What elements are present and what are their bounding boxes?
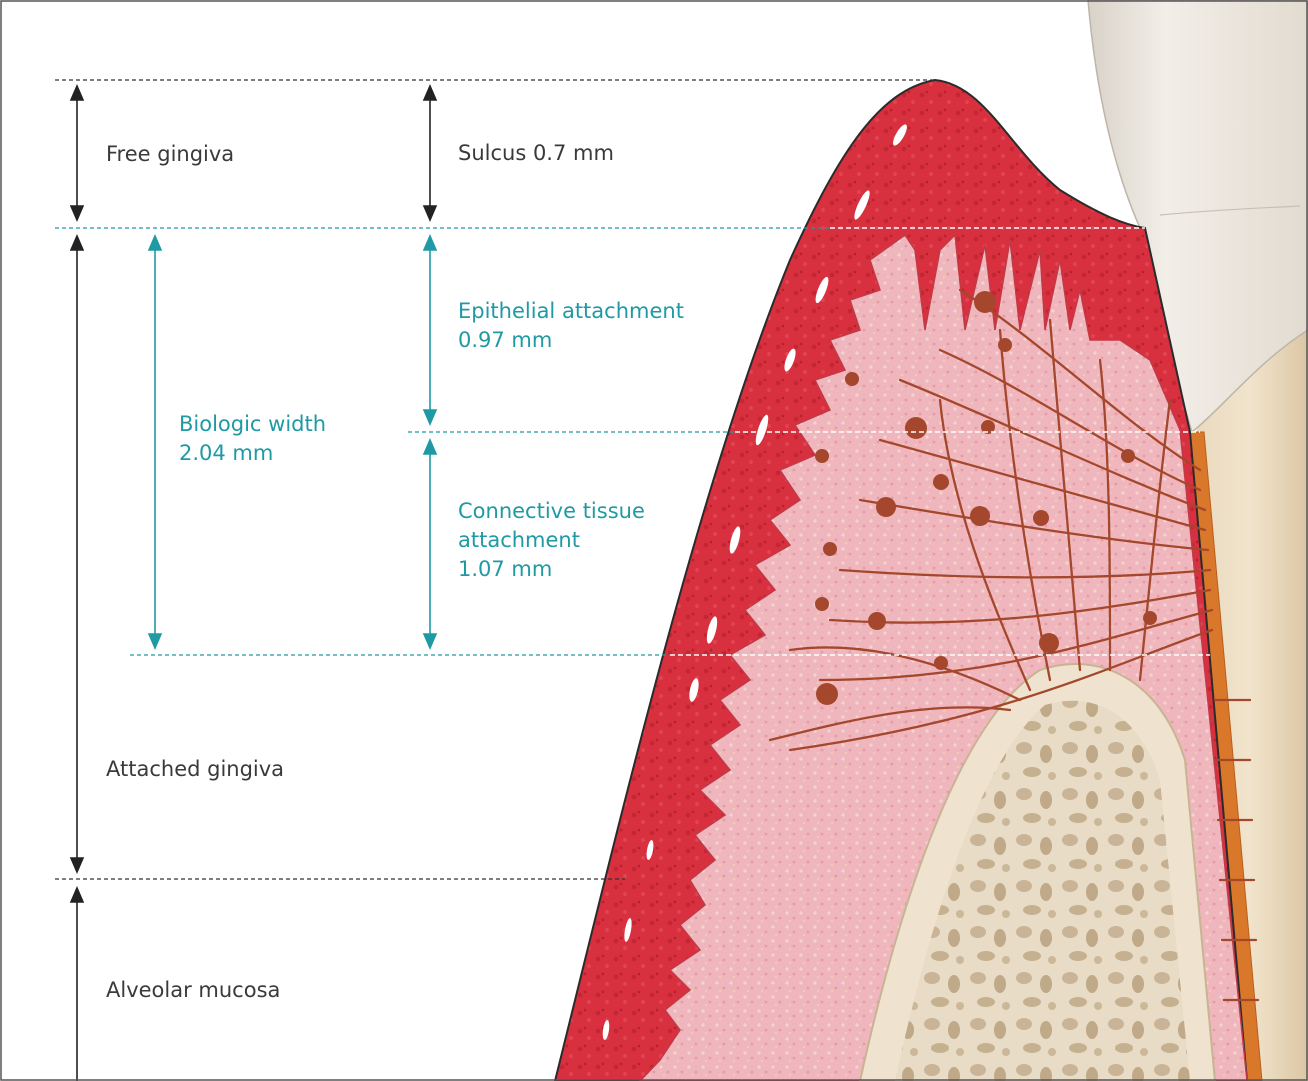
attached-gingiva-arrow bbox=[71, 236, 83, 872]
epithelial-attachment-title: Epithelial attachment bbox=[458, 297, 684, 326]
epithelial-attachment-label: Epithelial attachment 0.97 mm bbox=[458, 297, 684, 355]
biologic-width-value: 2.04 mm bbox=[179, 439, 326, 468]
biologic-width-arrow bbox=[149, 236, 161, 648]
free-gingiva-arrow bbox=[71, 86, 83, 220]
biologic-width-title: Biologic width bbox=[179, 410, 326, 439]
epithelial-arrow bbox=[424, 236, 436, 424]
sulcus-label: Sulcus 0.7 mm bbox=[458, 139, 614, 168]
sulcus-arrow bbox=[424, 86, 436, 220]
alveolar-mucosa-arrow bbox=[71, 888, 83, 1081]
free-gingiva-label: Free gingiva bbox=[106, 140, 234, 169]
attached-gingiva-label: Attached gingiva bbox=[106, 755, 284, 784]
connective-arrow bbox=[424, 440, 436, 648]
connective-tissue-title: Connective tissue bbox=[458, 497, 645, 526]
alveolar-mucosa-label: Alveolar mucosa bbox=[106, 976, 280, 1005]
epithelial-attachment-value: 0.97 mm bbox=[458, 326, 684, 355]
connective-tissue-title-2: attachment bbox=[458, 526, 645, 555]
connective-tissue-label: Connective tissue attachment 1.07 mm bbox=[458, 497, 645, 584]
connective-tissue-value: 1.07 mm bbox=[458, 555, 645, 584]
biologic-width-label: Biologic width 2.04 mm bbox=[179, 410, 326, 468]
